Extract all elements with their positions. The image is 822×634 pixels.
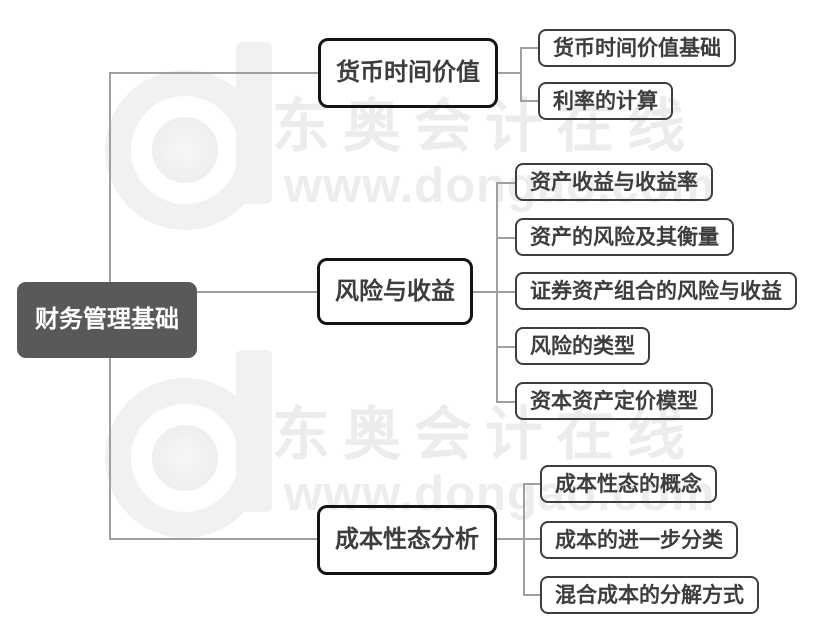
connector-branch2-stub: [472, 291, 497, 293]
dongao-logo-icon: [152, 425, 218, 491]
connector-branch2-horizontal: [197, 291, 317, 293]
connector-leaf-stub: [520, 47, 540, 49]
connector-leaf-stub: [496, 291, 515, 293]
connector-leaf-stub: [523, 538, 540, 540]
branch-node-time-value-of-money[interactable]: 货币时间价值: [318, 38, 498, 108]
leaf-node[interactable]: 证券资产组合的风险与收益: [515, 272, 797, 310]
connector-branch1-horizontal: [109, 72, 318, 74]
leaf-node[interactable]: 成本性态的概念: [540, 465, 717, 503]
connector-branch3-horizontal: [109, 538, 317, 540]
connector-leaf-stub: [496, 346, 515, 348]
connector-leaf-stub: [496, 401, 515, 403]
connector-leaf-stub: [523, 483, 540, 485]
leaf-node[interactable]: 成本的进一步分类: [540, 521, 738, 559]
connector-leaf-stub: [520, 100, 540, 102]
connector-branch1-children-vertical: [520, 47, 522, 102]
branch-node-risk-and-return[interactable]: 风险与收益: [317, 258, 473, 325]
leaf-node[interactable]: 资本资产定价模型: [515, 382, 713, 420]
leaf-node[interactable]: 风险的类型: [515, 327, 650, 365]
watermark-brand-text: 东奥会计在线: [272, 402, 699, 467]
root-node-financial-management-basics[interactable]: 财务管理基础: [17, 282, 197, 358]
leaf-node[interactable]: 混合成本的分解方式: [540, 576, 759, 614]
connector-branch3-stub: [497, 538, 524, 540]
watermark-url-text: www.dongao.com: [284, 467, 716, 521]
leaf-node[interactable]: 资产的风险及其衡量: [515, 218, 734, 256]
leaf-node[interactable]: 资产收益与收益率: [515, 163, 713, 201]
dongao-logo-icon: [152, 117, 218, 183]
leaf-node[interactable]: 利率的计算: [538, 82, 673, 120]
leaf-node[interactable]: 货币时间价值基础: [538, 29, 736, 67]
connector-branch1-stub: [497, 72, 521, 74]
watermark-url-text: www.dongao.com: [284, 159, 716, 213]
connector-leaf-stub: [523, 594, 540, 596]
connector-leaf-stub: [496, 182, 515, 184]
branch-node-cost-behavior-analysis[interactable]: 成本性态分析: [317, 505, 497, 575]
connector-leaf-stub: [496, 237, 515, 239]
